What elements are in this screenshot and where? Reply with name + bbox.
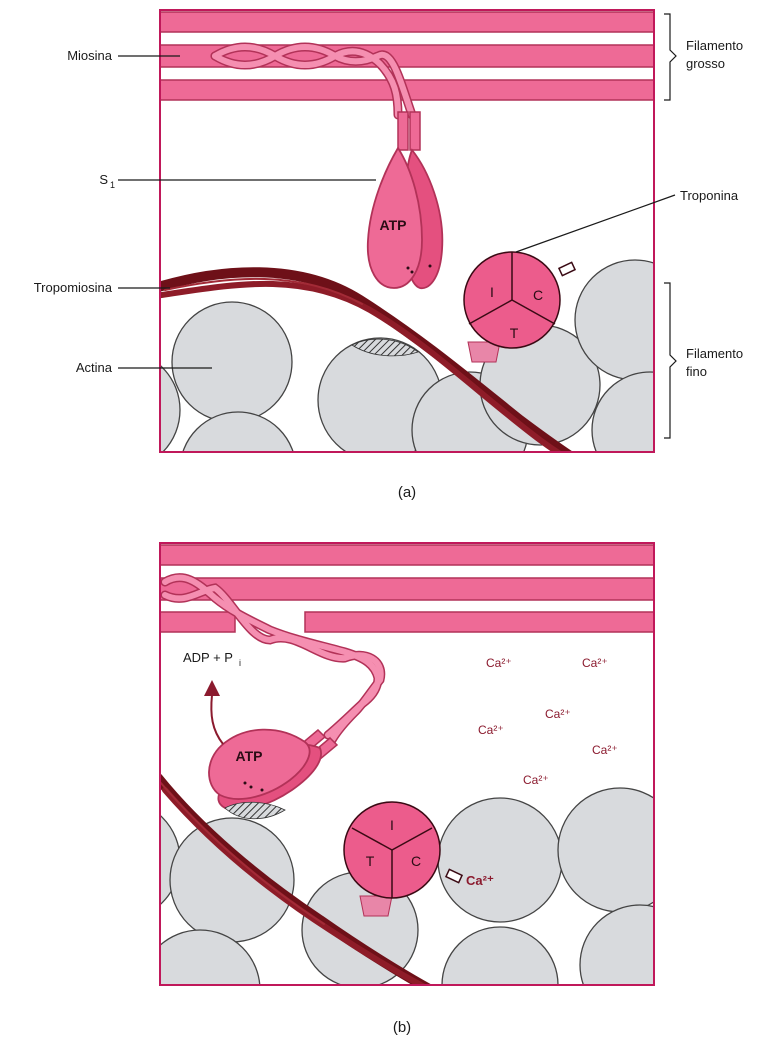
troponin-i-b: I — [390, 817, 394, 833]
caption-a: (a) — [398, 484, 416, 501]
release-arrow-b — [204, 680, 223, 744]
actin-filament-a — [60, 260, 708, 528]
troponin-i-a: I — [490, 284, 494, 300]
troponin-c-b: C — [411, 853, 421, 869]
label-s1-subscript: 1 — [110, 180, 115, 190]
caption-b: (b) — [393, 1019, 411, 1036]
binding-site-b — [225, 802, 285, 819]
thick-filament-b — [160, 545, 654, 632]
calcium-ion: Ca²⁺ — [582, 656, 608, 670]
calcium-ion: Ca²⁺ — [523, 773, 549, 787]
calcium-ion: Ca²⁺ — [478, 723, 504, 737]
label-tropomiosina: Tropomiosina — [34, 280, 113, 295]
troponin-c-a: C — [533, 287, 543, 303]
troponin-t-b: T — [366, 853, 375, 869]
panel-b: ATP — [60, 543, 700, 1050]
atp-label-b: ATP — [236, 748, 263, 764]
label-thick-filament-1: Filamento — [686, 38, 743, 53]
label-troponina: Troponina — [680, 188, 739, 203]
atp-label-a: ATP — [380, 217, 407, 233]
calcium-ion-bound: Ca²⁺ — [466, 873, 494, 888]
troponin-attachment-b — [360, 896, 392, 916]
products-subscript: i — [239, 658, 241, 668]
calcium-ion: Ca²⁺ — [545, 707, 571, 721]
label-thin-filament-2: fino — [686, 364, 707, 379]
s1-head-b — [209, 730, 321, 811]
troponin-t-a: T — [510, 325, 519, 341]
products-label: ADP + P — [183, 650, 233, 665]
panel-a: ATP — [34, 10, 743, 528]
label-s1: S — [99, 172, 108, 187]
calcium-ion: Ca²⁺ — [592, 743, 618, 757]
label-thin-filament-1: Filamento — [686, 346, 743, 361]
label-actina: Actina — [76, 360, 113, 375]
calcium-ion: Ca²⁺ — [486, 656, 512, 670]
label-miosina: Miosina — [67, 48, 113, 63]
label-thick-filament-2: grosso — [686, 56, 725, 71]
